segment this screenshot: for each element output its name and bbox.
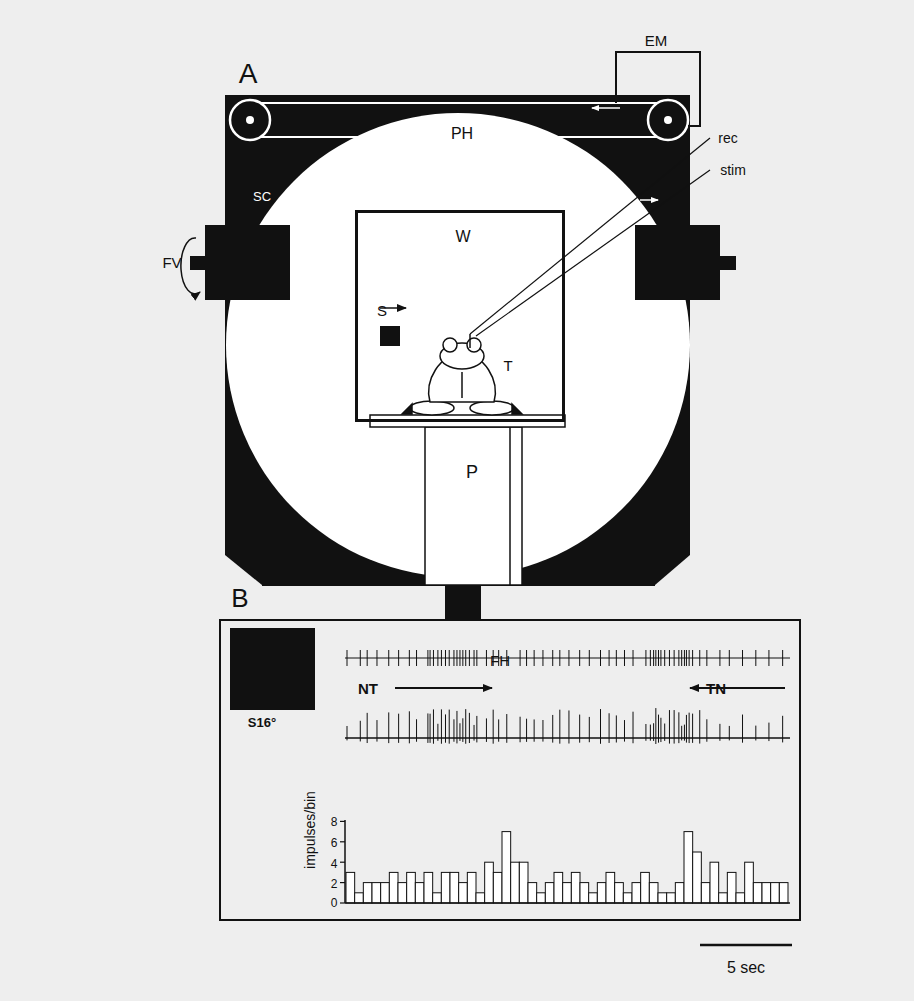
label: stim xyxy=(720,163,746,177)
rotation-arrow xyxy=(181,238,200,294)
electrode xyxy=(476,170,710,336)
label: 5 sec xyxy=(727,960,765,976)
panel-frame xyxy=(220,620,800,920)
pulley xyxy=(230,100,270,140)
motor-lead xyxy=(616,52,700,126)
label: SC xyxy=(253,190,271,203)
direction-arrow xyxy=(395,687,492,689)
direction-arrow xyxy=(690,687,785,689)
label: FH xyxy=(490,653,510,668)
window-box: W S T xyxy=(355,210,565,422)
stimulus xyxy=(380,326,400,346)
label: TN xyxy=(706,681,726,696)
label: 0 xyxy=(331,897,338,909)
label: FV xyxy=(162,255,181,270)
scale-bar xyxy=(700,944,792,947)
label: rec xyxy=(718,131,737,145)
electrode xyxy=(470,138,710,334)
label: 6 xyxy=(331,837,338,849)
label: impulses/bin xyxy=(303,791,317,869)
spike-raster xyxy=(347,650,783,666)
label: NT xyxy=(358,681,378,696)
node-text: T xyxy=(503,358,512,373)
node-text: S xyxy=(377,303,387,318)
pulley xyxy=(648,100,688,140)
frame xyxy=(225,95,690,585)
node-text: W xyxy=(455,229,470,245)
label: B xyxy=(231,585,248,611)
label: 8 xyxy=(331,816,338,828)
label: P xyxy=(466,463,478,481)
label: EM xyxy=(645,33,668,48)
label: PH xyxy=(451,126,473,142)
label: 4 xyxy=(331,858,338,870)
label: 2 xyxy=(331,878,338,890)
frog xyxy=(402,338,522,415)
y-ticks xyxy=(340,821,345,903)
voltage-trace xyxy=(345,737,790,739)
label: A xyxy=(239,60,258,88)
x-axis xyxy=(345,902,790,904)
raster-baseline xyxy=(345,658,790,659)
bearing xyxy=(635,225,720,300)
label: S16° xyxy=(248,716,276,729)
spike-trace xyxy=(347,708,783,744)
stimulus-square xyxy=(230,628,315,710)
bearing xyxy=(205,225,290,300)
platform-stem xyxy=(425,427,522,585)
histogram xyxy=(346,832,788,903)
